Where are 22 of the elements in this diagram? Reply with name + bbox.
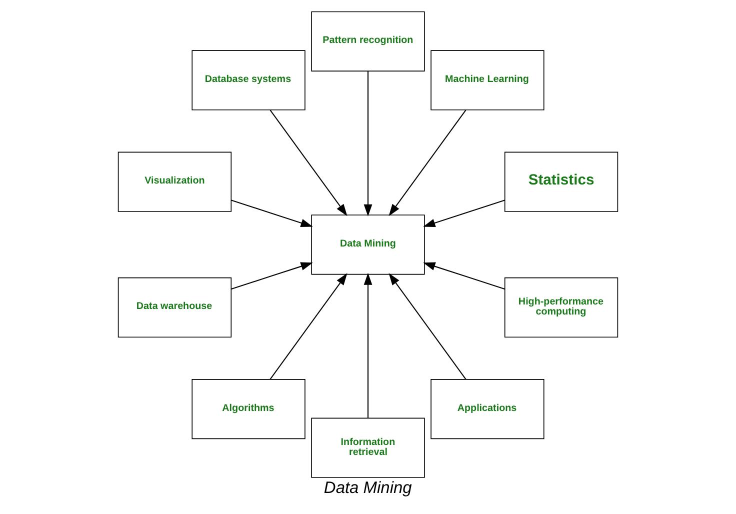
node-box: Data Mining: [311, 214, 425, 275]
arrow: [364, 71, 372, 216]
arrow: [423, 200, 505, 228]
arrow: [388, 273, 466, 380]
caption: Data Mining: [324, 479, 412, 498]
node-box: Pattern recognition: [311, 11, 425, 72]
node-box: Algorithms: [192, 378, 306, 440]
arrow: [388, 110, 466, 216]
node-box: Statistics: [504, 152, 618, 212]
arrow: [231, 262, 313, 290]
node-box: Database systems: [192, 50, 306, 110]
node-box: Applications: [430, 378, 544, 440]
arrow: [423, 262, 505, 290]
node-box: Information retrieval: [311, 418, 425, 478]
node-box: Visualization: [118, 152, 232, 212]
node-box: Data warehouse: [118, 277, 232, 338]
arrow: [270, 273, 348, 380]
arrow: [231, 200, 313, 228]
node-box: Machine Learning: [430, 50, 544, 110]
arrow: [270, 110, 348, 216]
arrow: [364, 272, 372, 418]
node-box: High-performance computing: [504, 277, 618, 338]
